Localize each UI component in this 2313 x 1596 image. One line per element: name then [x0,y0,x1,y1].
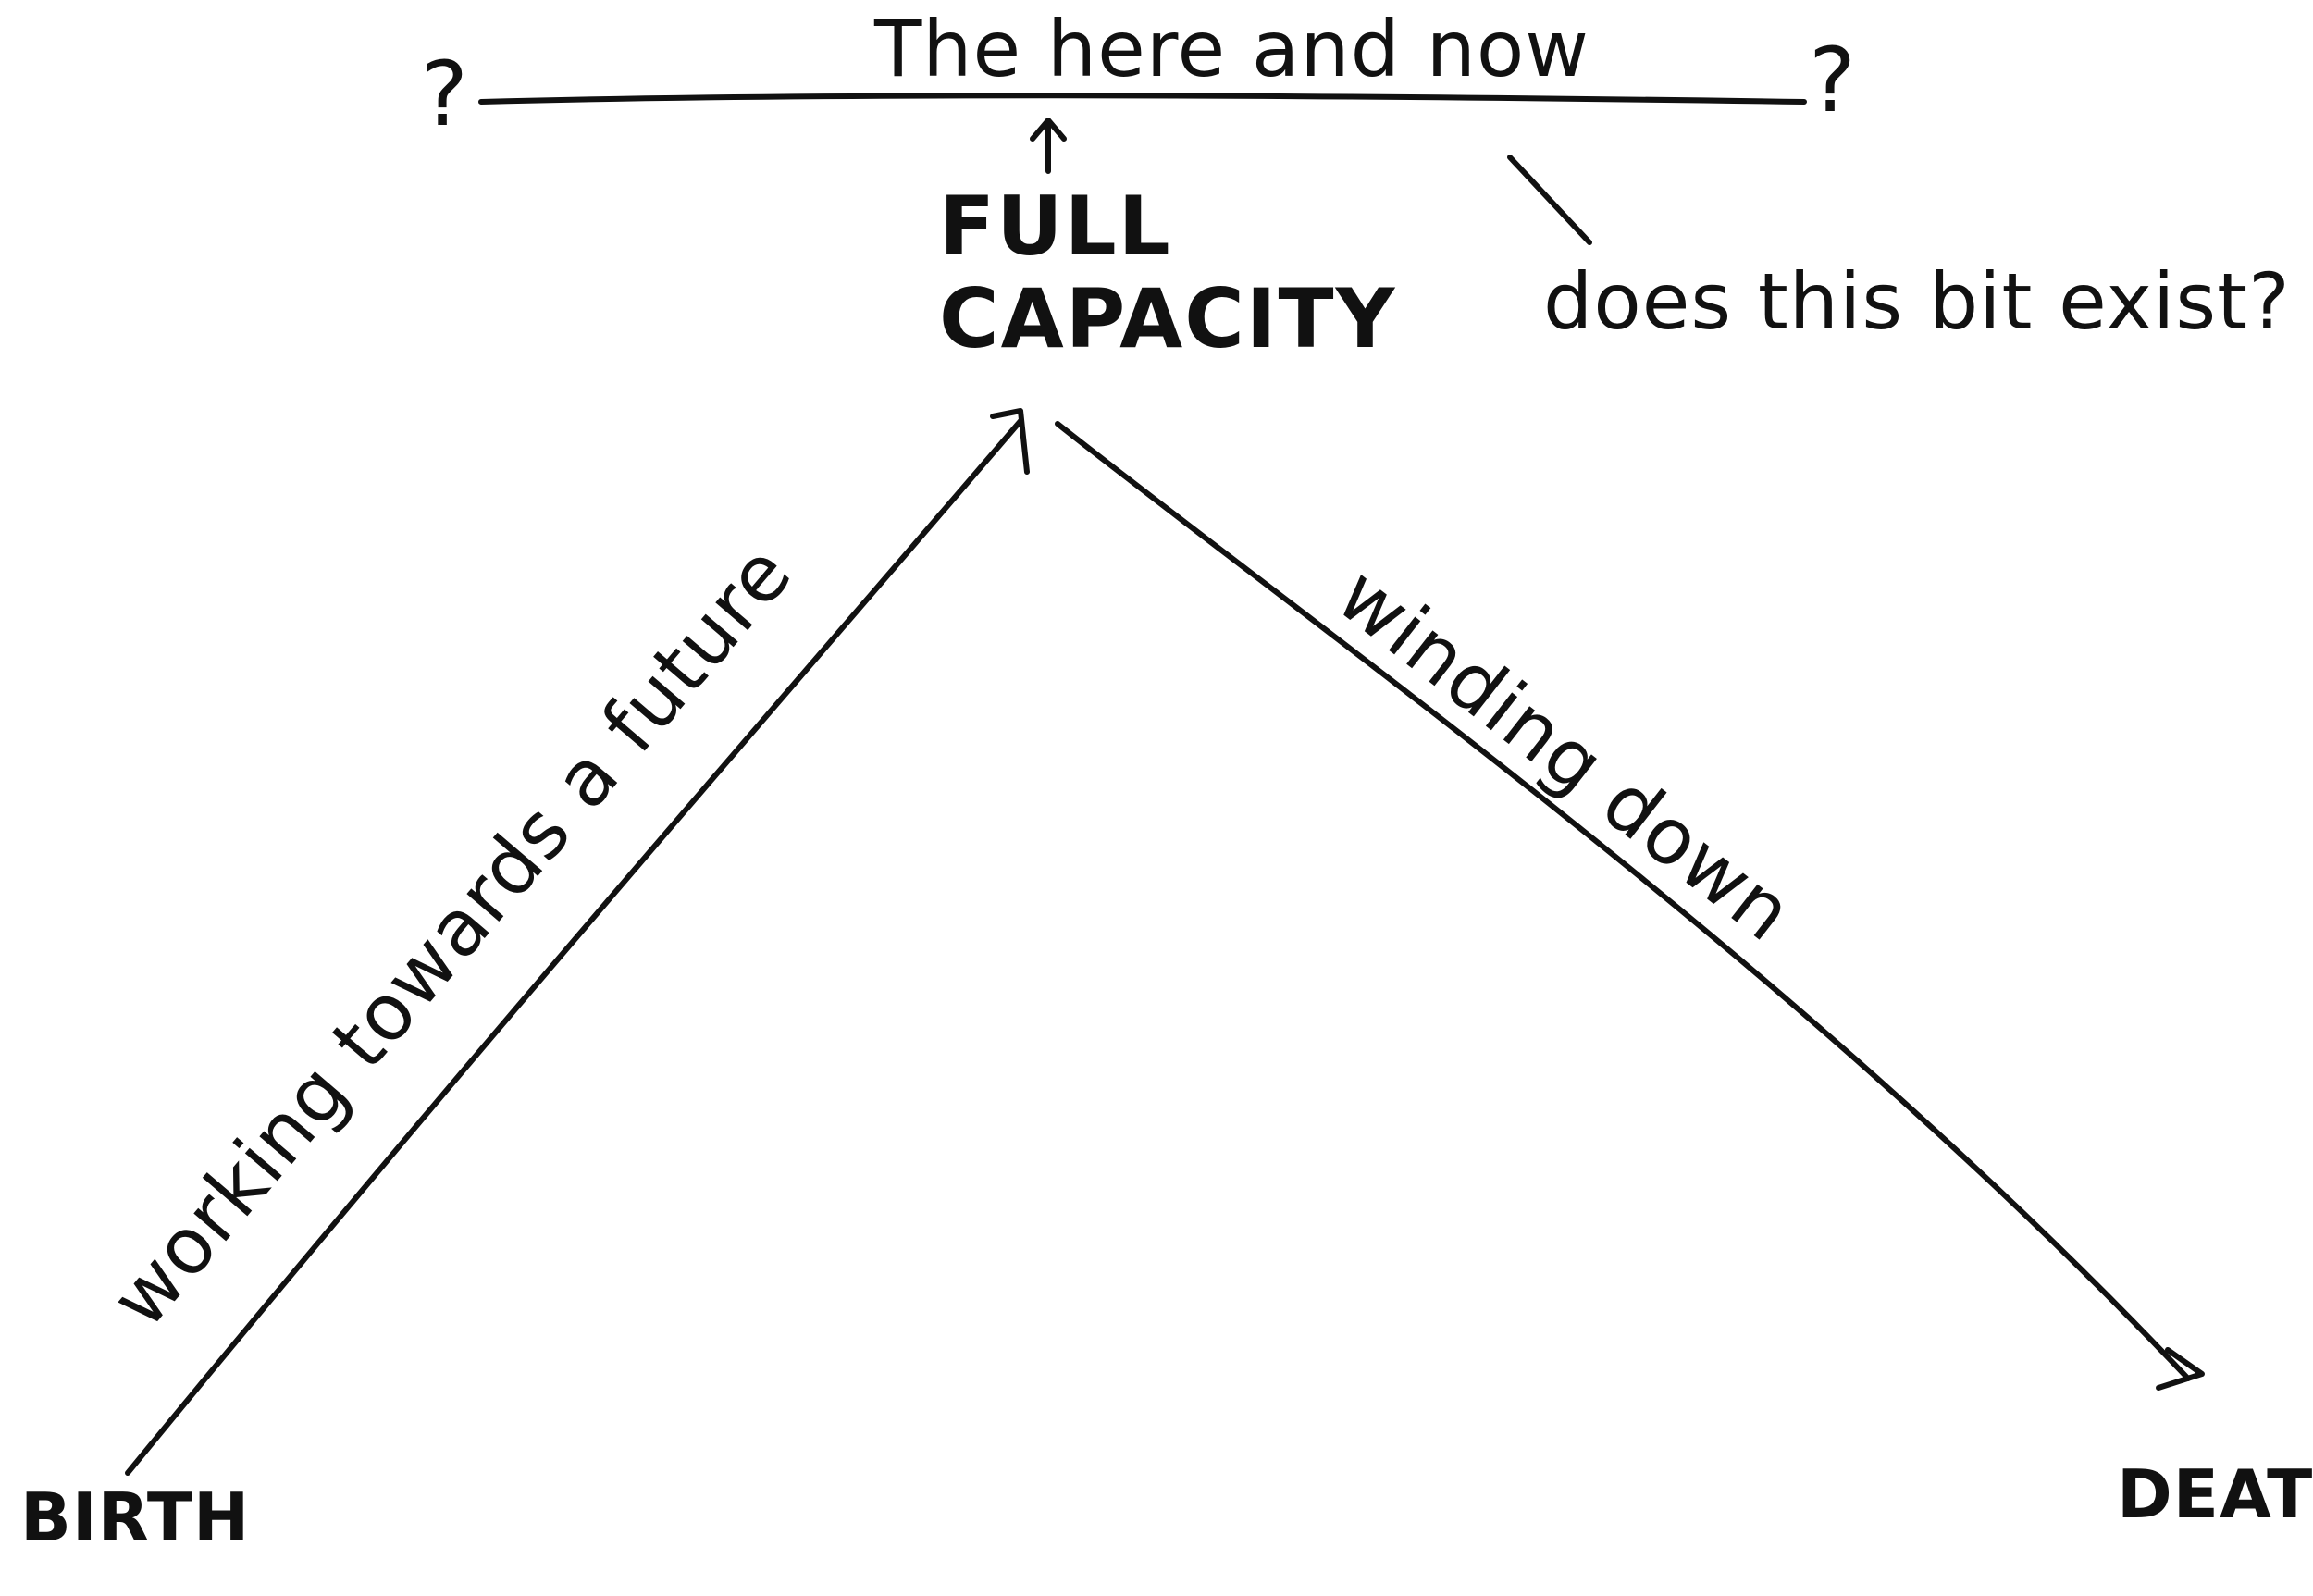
does-this-bit-exist-label: does this bit exist? [1543,256,2291,347]
up-arrow-to-line [1030,118,1067,174]
here-and-now-label: The here and now [873,4,1589,94]
capacity-label: CAPACITY [939,271,1396,366]
descending-arrowhead [2156,1347,2205,1391]
rising-line [125,418,1023,1476]
birth-label: BIRTH [20,1478,250,1556]
death-label: DEATH [2117,1455,2313,1533]
working-towards-future-label: working towards a future [93,528,810,1344]
question-pointer-stroke [1507,155,1592,245]
question-mark-left: ? [421,43,468,146]
here-and-now-line [478,93,1807,105]
descending-line [1055,421,2191,1381]
full-label: FULL [939,179,1172,274]
winding-down-label: winding down [1321,550,1810,959]
rising-arrowhead [990,408,1030,475]
question-mark-right: ? [1809,29,1856,132]
